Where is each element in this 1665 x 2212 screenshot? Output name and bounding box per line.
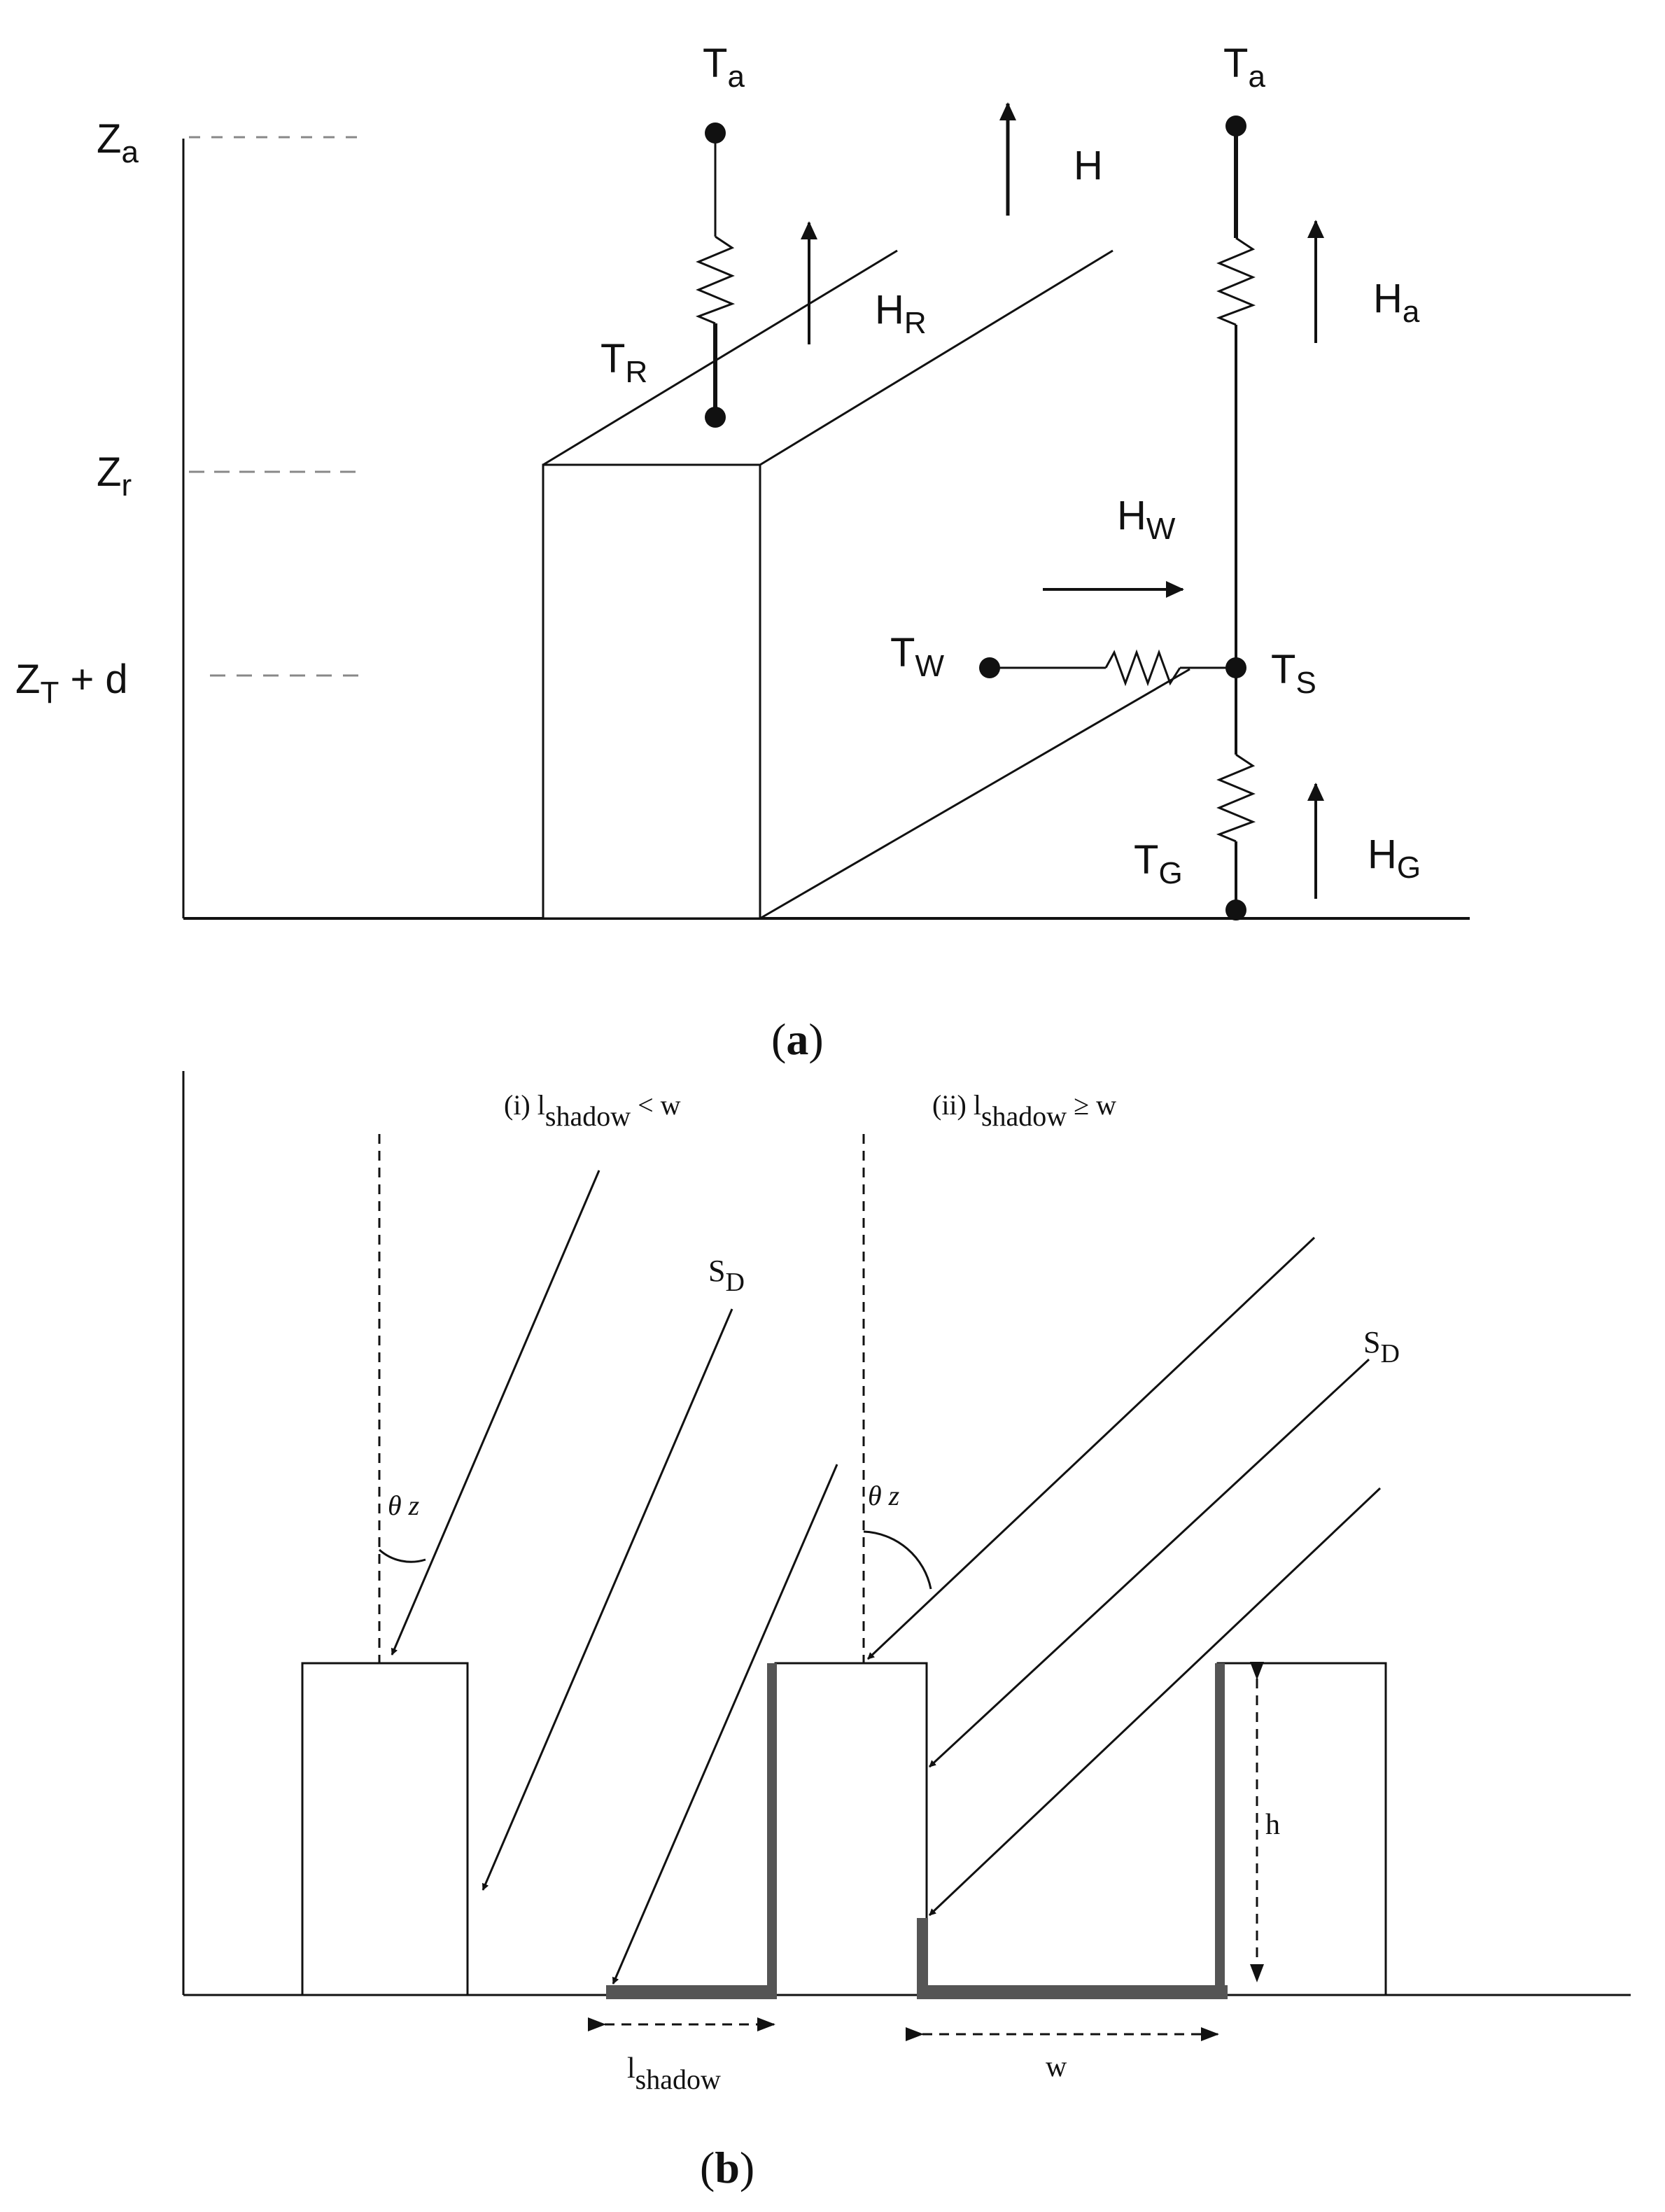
ta-node-left bbox=[705, 122, 726, 144]
building-box bbox=[542, 249, 1190, 920]
tr-node bbox=[705, 407, 726, 428]
theta-arc-left bbox=[379, 1548, 426, 1563]
ta-node-right bbox=[1225, 115, 1246, 136]
flux-label-hg: HG bbox=[1368, 832, 1421, 885]
canyon-resistance-network bbox=[979, 115, 1256, 920]
dim-w-label: w bbox=[1046, 2051, 1067, 2083]
flux-label-ha: Ha bbox=[1373, 276, 1420, 329]
height-label-za: Za bbox=[97, 116, 139, 169]
theta-arc-right bbox=[863, 1530, 932, 1590]
building-2 bbox=[774, 1662, 928, 1996]
panel-b-diagram: (i) lshadow < w (ii) lshadow ≥ w SD SD θ… bbox=[182, 1071, 1631, 2095]
dim-lshadow-label: lshadow bbox=[627, 2052, 721, 2095]
case-i-label: (i) lshadow < w bbox=[504, 1089, 681, 1132]
dim-h-label: h bbox=[1265, 1809, 1280, 1841]
theta-z-label-left: θ z bbox=[388, 1490, 420, 1521]
theta-z-label-right: θ z bbox=[868, 1480, 900, 1511]
flux-label-hr: HR bbox=[875, 287, 927, 340]
sd-label-left: SD bbox=[708, 1254, 745, 1297]
shadowed-surfaces bbox=[606, 1663, 1228, 1999]
flux-arrows bbox=[801, 102, 1324, 899]
temp-label-tw: TW bbox=[890, 630, 944, 683]
tw-node bbox=[979, 657, 1000, 678]
temp-label-tg: TG bbox=[1134, 837, 1183, 890]
panel-a-diagram: Za Zr ZT + d bbox=[15, 41, 1470, 920]
flux-label-h: H bbox=[1074, 143, 1103, 188]
panel-b-caption: (b) bbox=[700, 2143, 754, 2192]
case-ii-label: (ii) lshadow ≥ w bbox=[932, 1089, 1116, 1132]
panel-a-caption: (a) bbox=[771, 1014, 824, 1064]
temp-label-ta-right: Ta bbox=[1223, 41, 1265, 94]
dimension-arrows bbox=[588, 1662, 1264, 2041]
flux-label-hw: HW bbox=[1117, 493, 1176, 546]
roof-resistance-chain bbox=[695, 122, 736, 428]
sd-label-right: SD bbox=[1363, 1325, 1400, 1368]
building-3 bbox=[1216, 1662, 1387, 1996]
height-label-zt-plus-d: ZT + d bbox=[15, 657, 128, 710]
height-label-zr: Zr bbox=[97, 449, 132, 503]
temp-label-ta-left: Ta bbox=[703, 41, 745, 94]
temp-label-tr: TR bbox=[600, 336, 647, 389]
ts-node bbox=[1225, 657, 1246, 678]
building-1 bbox=[301, 1662, 469, 1996]
solar-rays bbox=[391, 1170, 1382, 1984]
tg-node bbox=[1225, 899, 1246, 920]
height-axis bbox=[182, 136, 1470, 920]
temp-label-ts: TS bbox=[1271, 647, 1316, 700]
